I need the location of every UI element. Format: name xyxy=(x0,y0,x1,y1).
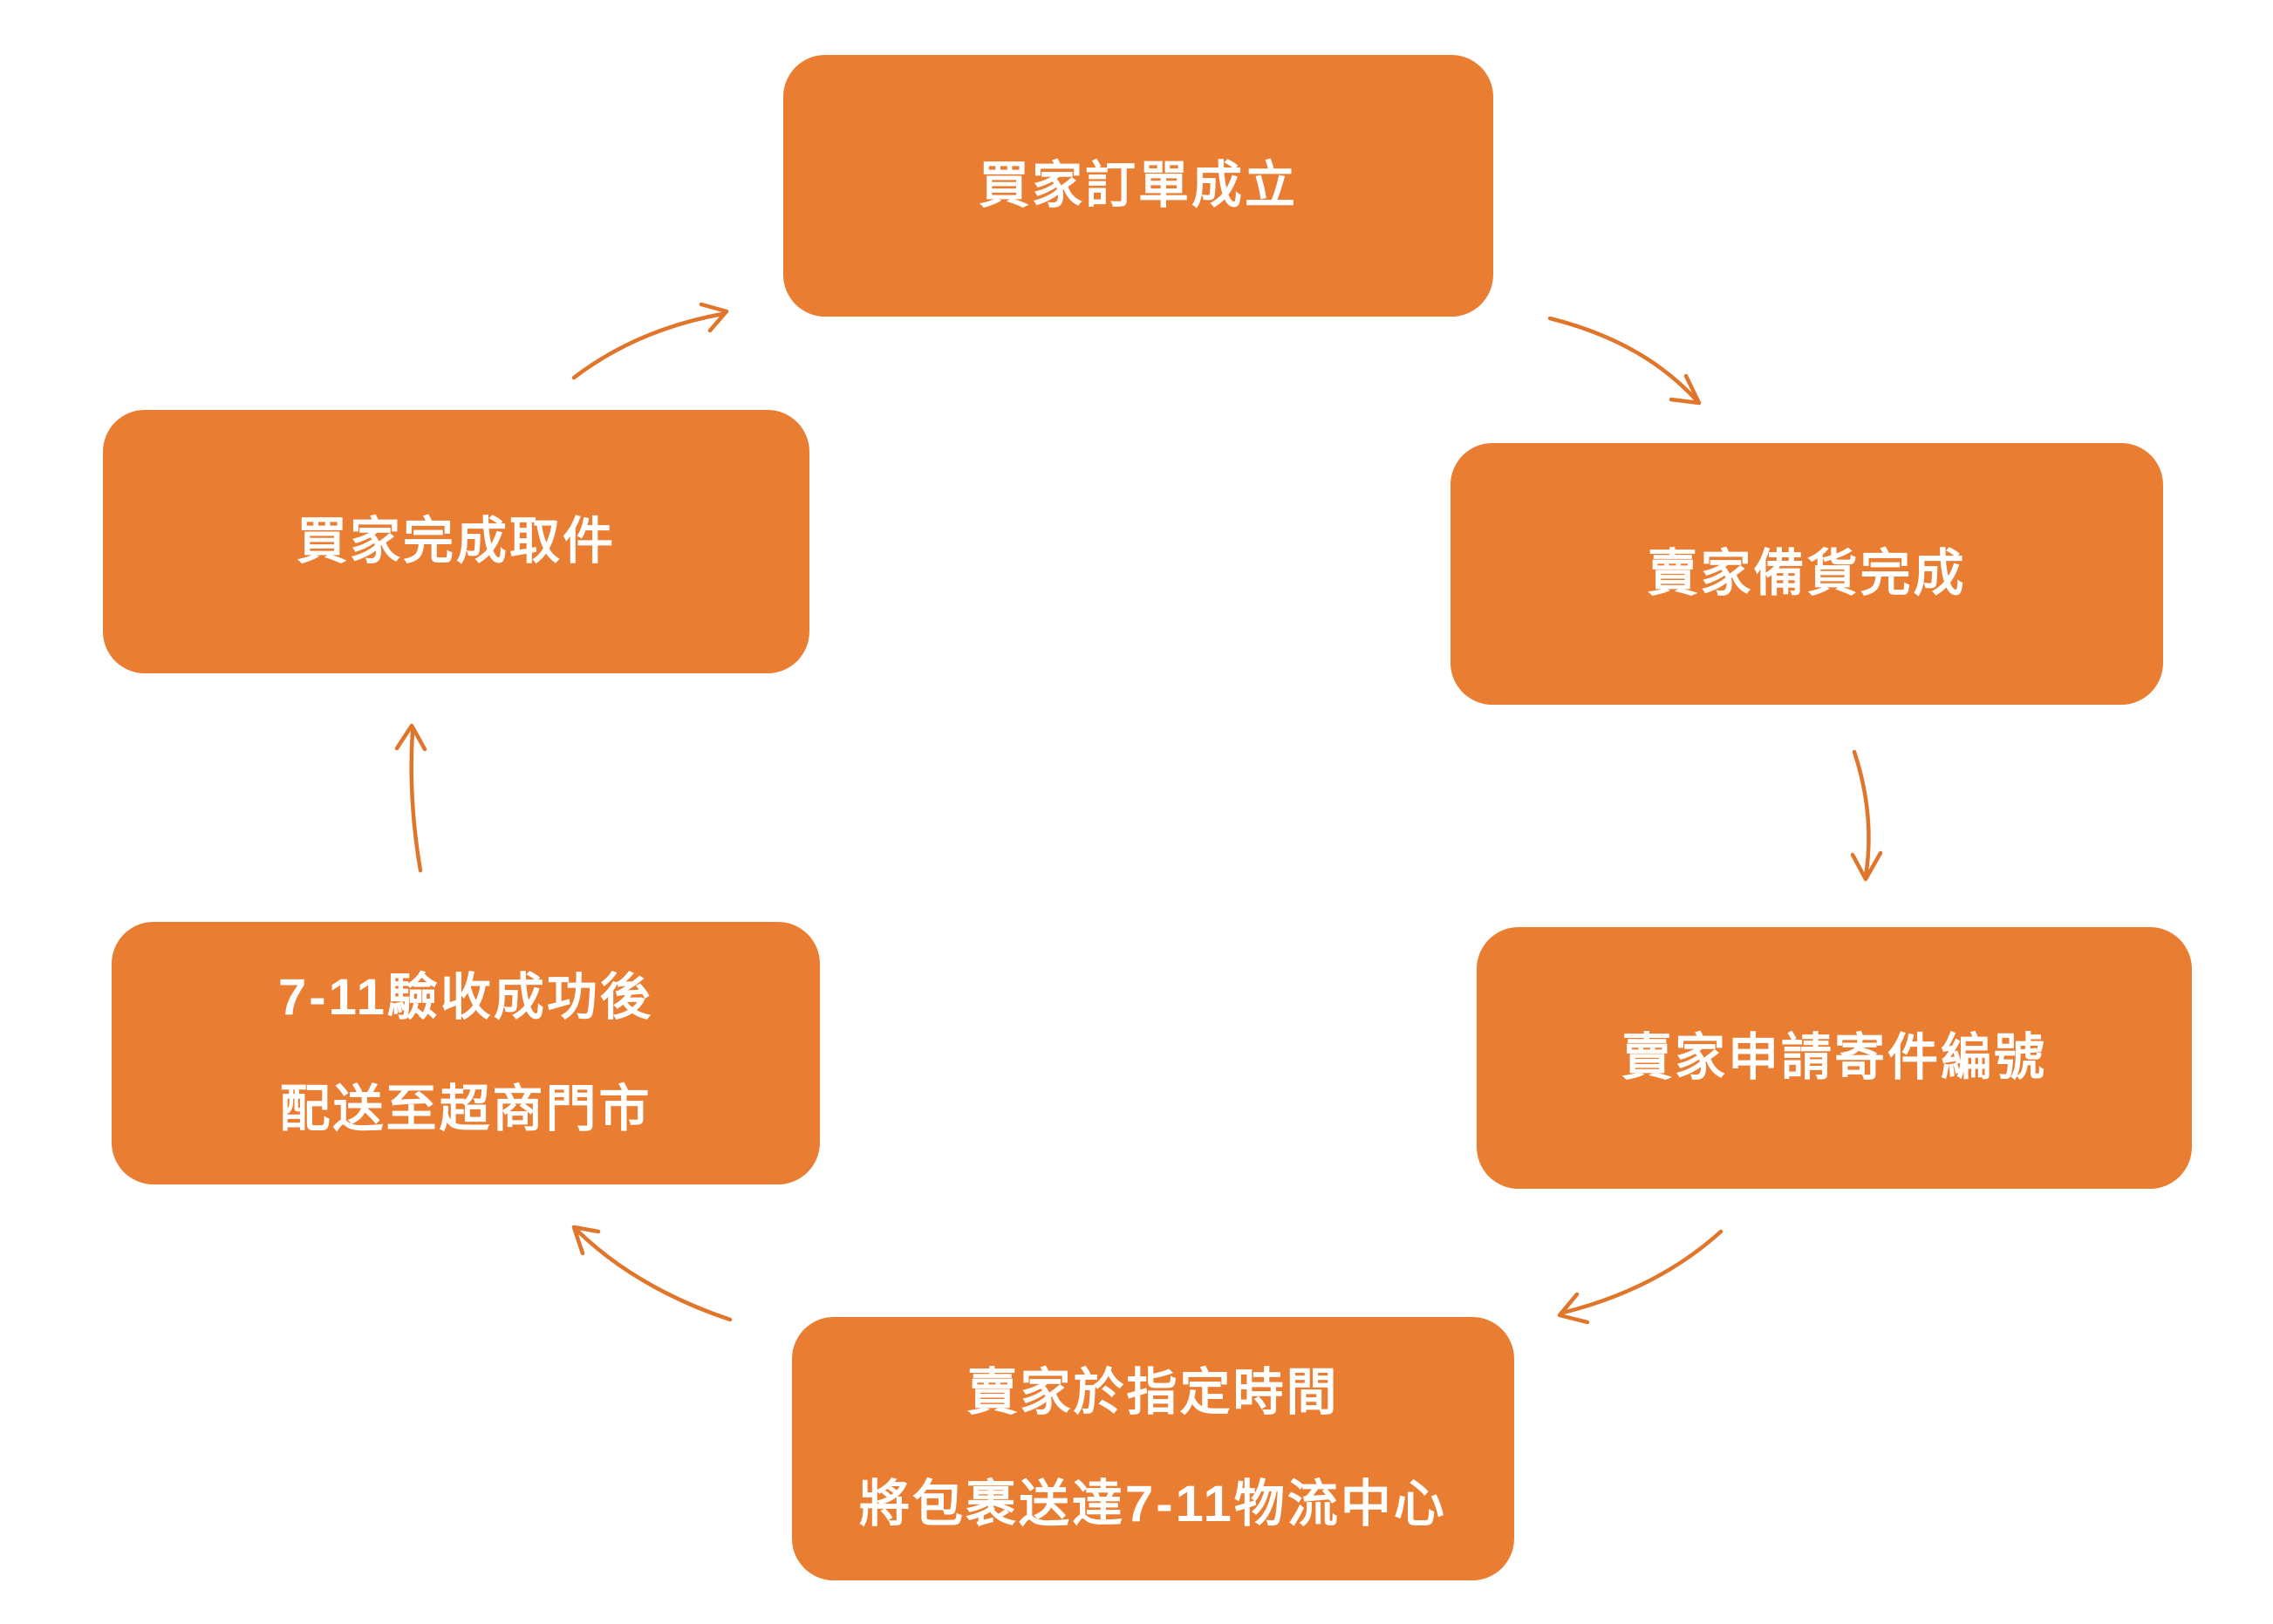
node-buyer-order-created: 買家訂單成立 xyxy=(783,55,1493,317)
node-store-delivery: 7-11驗收成功後 配送至超商門市 xyxy=(112,922,820,1184)
arrow-curve xyxy=(1852,749,1871,879)
arrow-store-to-pickup xyxy=(394,723,427,873)
arrow-head xyxy=(699,302,729,333)
node-label-line: 賣家於指定時間 xyxy=(966,1364,1340,1422)
arrow-head xyxy=(394,723,427,752)
arrow-head xyxy=(571,1225,601,1256)
node-label-line: 7-11驗收成功後 xyxy=(278,968,653,1026)
arrow-stock-to-shipping-number xyxy=(1850,749,1883,882)
node-label-line: 賣家申請寄件編號 xyxy=(1621,1029,2047,1087)
arrow-head xyxy=(1557,1292,1590,1325)
node-seller-stock-ready: 賣家備貨完成 xyxy=(1450,443,2163,705)
arrow-curve xyxy=(571,311,725,380)
node-seller-deliver-logistics: 賣家於指定時間 將包裹送達7-11物流中心 xyxy=(792,1317,1514,1580)
arrow-shipping-number-to-logistics xyxy=(1557,1229,1724,1325)
arrow-pickup-to-order xyxy=(571,302,729,380)
node-label-line: 賣家備貨完成 xyxy=(1647,545,1967,603)
node-label-line: 配送至超商門市 xyxy=(279,1080,652,1137)
arrow-curve xyxy=(409,728,423,873)
arrow-order-to-stock xyxy=(1547,316,1702,406)
node-label-line: 買家完成取件 xyxy=(296,513,616,570)
node-label-line: 買家訂單成立 xyxy=(978,157,1298,215)
node-seller-shipping-number: 賣家申請寄件編號 xyxy=(1477,927,2192,1189)
arrow-head xyxy=(1669,373,1702,406)
arrow-logistics-to-store xyxy=(571,1225,733,1322)
arrow-head xyxy=(1850,850,1883,882)
node-label-line: 將包裹送達7-11物流中心 xyxy=(859,1476,1447,1532)
node-buyer-pickup: 買家完成取件 xyxy=(103,410,809,673)
arrow-curve xyxy=(1547,316,1700,404)
arrow-curve xyxy=(575,1228,733,1322)
arrow-curve xyxy=(1560,1229,1724,1315)
